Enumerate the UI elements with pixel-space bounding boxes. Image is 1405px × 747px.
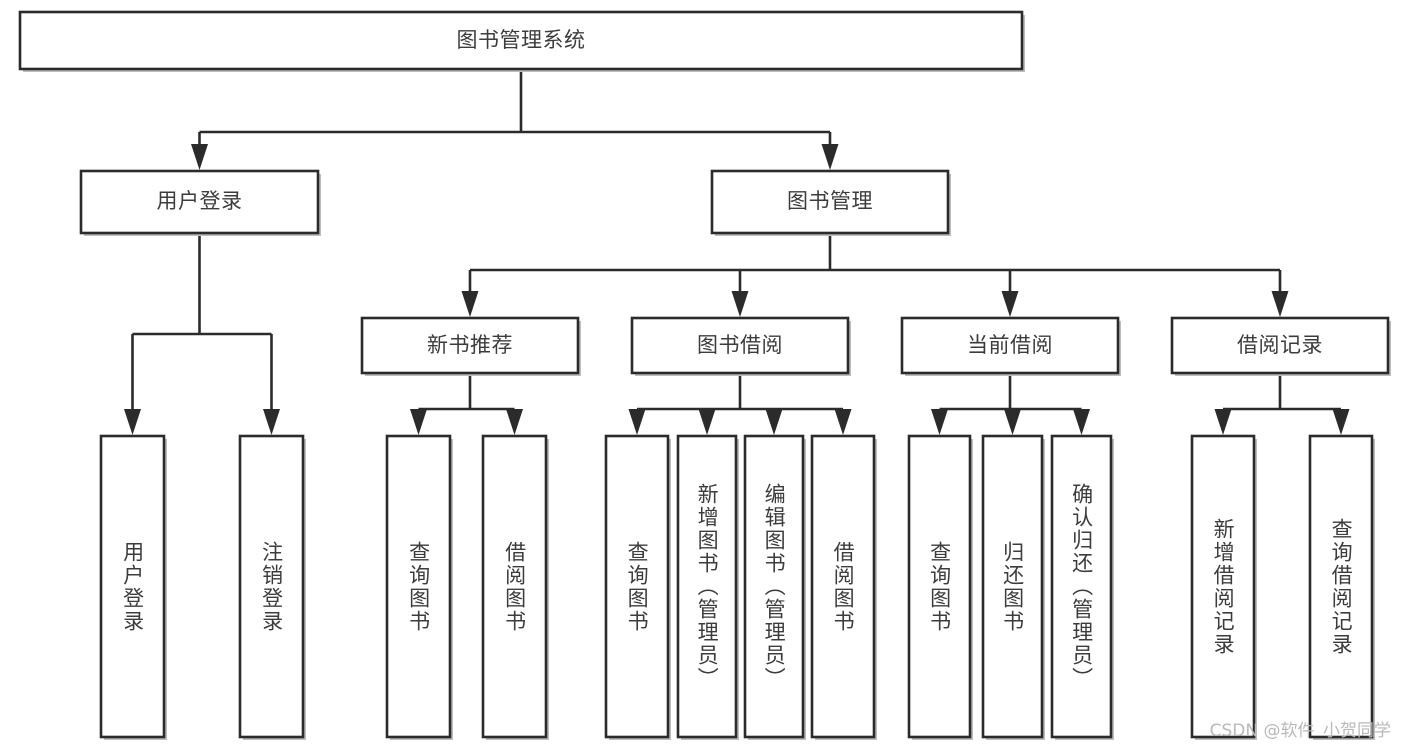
arrow-head-icon	[1001, 291, 1019, 317]
arrow-head-icon	[191, 144, 208, 170]
node-box-leaf-borrow-add-book	[676, 434, 738, 739]
node-box-leaf-rec-query-record	[1308, 434, 1374, 739]
arrow-head-icon	[1271, 291, 1289, 317]
node-box-book-borrow	[630, 316, 850, 375]
node-box-user-login	[79, 169, 320, 235]
arrow-head-icon	[1214, 409, 1232, 435]
arrow-head-icon	[765, 409, 783, 435]
node-box-leaf-cur-return-book	[981, 434, 1044, 739]
arrow-head-icon	[698, 409, 716, 435]
arrow-head-icon	[263, 409, 280, 435]
arrow-head-icon	[1073, 409, 1090, 435]
node-box-leaf-rec-query-book	[385, 434, 452, 739]
arrow-head-icon	[410, 409, 427, 435]
arrow-head-icon	[506, 409, 523, 435]
node-box-current-borrow	[900, 316, 1120, 375]
arrow-head-icon	[124, 409, 141, 435]
node-box-leaf-borrow-borrow-book	[810, 434, 876, 739]
edges-layer	[124, 69, 1350, 435]
nodes-layer	[18, 10, 1391, 740]
node-box-leaf-user-logout	[238, 434, 305, 739]
arrow-head-icon	[1332, 409, 1350, 435]
arrow-head-icon	[931, 409, 948, 435]
arrow-head-icon	[1004, 409, 1021, 435]
node-box-borrow-record	[1170, 316, 1390, 375]
node-box-leaf-borrow-query-book	[604, 434, 670, 739]
arrow-head-icon	[628, 409, 646, 435]
node-box-leaf-user-login	[99, 434, 166, 739]
arrow-head-icon	[461, 291, 479, 317]
arrow-head-icon	[731, 291, 749, 317]
node-box-leaf-cur-confirm-return	[1050, 434, 1113, 739]
node-box-new-book-rec	[360, 316, 580, 375]
arrow-head-icon	[834, 409, 852, 435]
node-box-root	[18, 10, 1024, 71]
node-box-leaf-rec-borrow-book	[481, 434, 548, 739]
node-box-book-manage	[710, 169, 950, 235]
arrow-head-icon	[821, 144, 839, 170]
node-box-leaf-borrow-edit-book	[743, 434, 805, 739]
node-box-leaf-rec-add-record	[1190, 434, 1256, 739]
node-box-leaf-cur-query-book	[907, 434, 972, 739]
